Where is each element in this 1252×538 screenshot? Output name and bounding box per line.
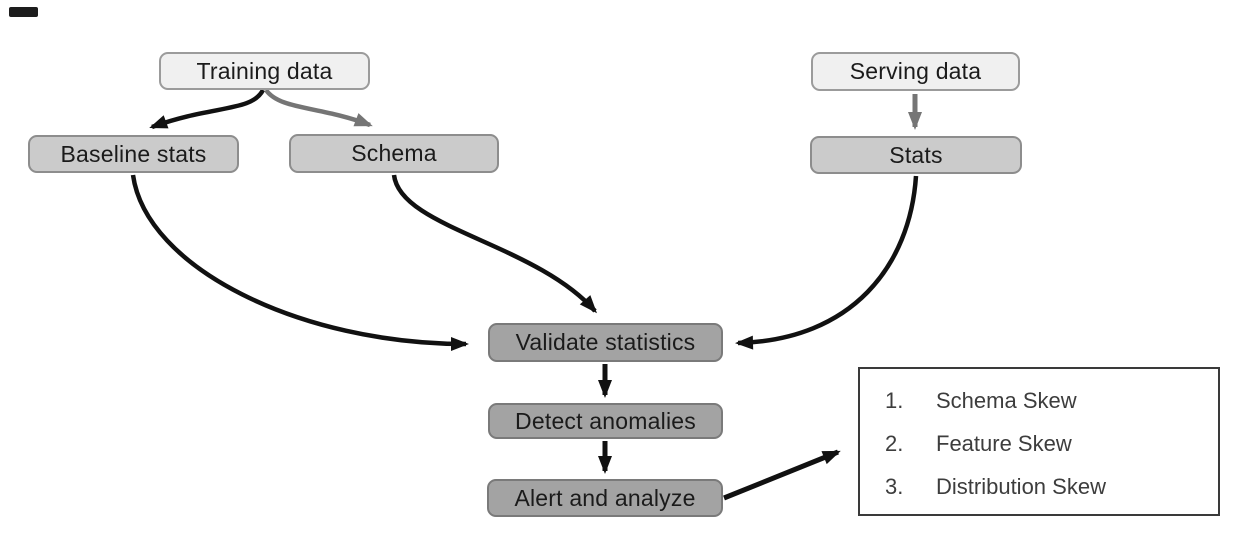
arrow-alert-to-skew-list: [723, 449, 841, 501]
list-item-label: Distribution Skew: [936, 473, 1106, 499]
node-detect-anomalies: Detect anomalies: [488, 403, 723, 439]
node-baseline-stats-label: Baseline stats: [60, 140, 207, 167]
corner-mark: [9, 7, 38, 17]
list-item-number: 1.: [885, 387, 904, 413]
node-validate-statistics-label: Validate statistics: [515, 329, 696, 355]
list-item-label: Feature Skew: [936, 430, 1072, 456]
list-item-label: Schema Skew: [936, 387, 1077, 413]
node-baseline-stats: Baseline stats: [28, 135, 239, 173]
node-stats-label: Stats: [889, 141, 943, 168]
node-alert-and-analyze-label: Alert and analyze: [514, 484, 696, 511]
node-training-data-label: Training data: [196, 57, 333, 84]
list-item: 1. Schema Skew: [860, 387, 1218, 415]
arrow-schema-to-validate: [391, 174, 597, 314]
node-schema-label: Schema: [351, 140, 437, 166]
node-alert-and-analyze: Alert and analyze: [487, 479, 723, 517]
list-item-number: 3.: [885, 473, 904, 499]
arrow-stats-to-validate: [735, 175, 919, 350]
node-serving-data: Serving data: [811, 52, 1020, 91]
node-validate-statistics: Validate statistics: [488, 323, 723, 362]
node-schema: Schema: [289, 134, 499, 173]
node-training-data: Training data: [159, 52, 370, 90]
arrow-training-to-baseline: [149, 88, 266, 130]
node-stats: Stats: [810, 136, 1022, 174]
skew-types-list: 1. Schema Skew 2. Feature Skew 3. Distri…: [858, 367, 1220, 516]
node-serving-data-label: Serving data: [849, 58, 982, 84]
node-detect-anomalies-label: Detect anomalies: [515, 407, 696, 434]
arrow-baseline-to-validate: [130, 174, 469, 351]
list-item: 2. Feature Skew: [860, 430, 1218, 458]
list-item-number: 2.: [885, 430, 904, 456]
arrow-training-to-schema: [264, 88, 373, 128]
list-item: 3. Distribution Skew: [860, 473, 1218, 501]
